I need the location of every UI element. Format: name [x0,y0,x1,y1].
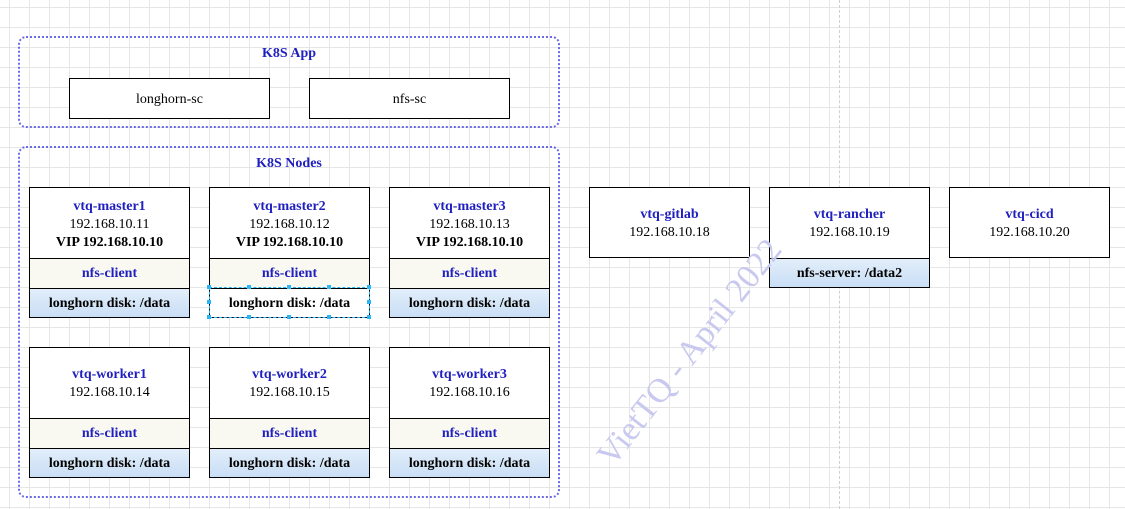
node-name: vtq-gitlab [640,207,699,222]
k8s-app-title: K8S App [261,46,317,61]
selection-handle[interactable] [247,285,251,289]
longhorn-disk-strip[interactable]: longhorn disk: /data [390,288,549,317]
longhorn-disk-strip[interactable]: longhorn disk: /data [30,288,189,317]
longhorn-disk-strip[interactable]: longhorn disk: /data [30,448,189,477]
nfs-client-strip[interactable]: nfs-client [390,258,549,288]
node-vip: VIP 192.168.10.10 [235,235,344,250]
node-ip: 192.168.10.12 [249,217,330,232]
node-ip: 192.168.10.18 [629,225,710,240]
node-name: vtq-master3 [433,199,506,214]
longhorn-disk-strip-selected[interactable]: longhorn disk: /data [209,287,370,318]
selection-handle[interactable] [367,300,371,304]
node-ip: 192.168.10.15 [249,385,330,400]
k8s-nodes-title: K8S Nodes [256,156,322,171]
node-name: vtq-rancher [813,207,886,222]
selection-handle[interactable] [207,315,211,319]
node-name: vtq-worker1 [72,367,147,382]
node-vip: VIP 192.168.10.10 [415,235,524,250]
node-ip: 192.168.10.14 [69,385,150,400]
node-name: vtq-worker3 [432,367,507,382]
server-node-gitlab[interactable]: vtq-gitlab 192.168.10.18 [589,187,750,258]
nfs-client-strip[interactable]: nfs-client [30,418,189,448]
longhorn-sc-label: longhorn-sc [136,92,203,107]
master-node[interactable]: vtq-master3 192.168.10.13 VIP 192.168.10… [389,187,550,318]
worker-node[interactable]: vtq-worker2 192.168.10.15 nfs-client lon… [209,347,370,478]
selection-handle[interactable] [327,315,331,319]
master-node[interactable]: vtq-master1 192.168.10.11 VIP 192.168.10… [29,187,190,318]
master-node[interactable]: vtq-master2 192.168.10.12 VIP 192.168.10… [209,187,370,318]
selection-handle[interactable] [207,285,211,289]
server-node-rancher[interactable]: vtq-rancher 192.168.10.19 nfs-server: /d… [769,187,930,288]
nfs-client-strip[interactable]: nfs-client [210,418,369,448]
server-node-cicd[interactable]: vtq-cicd 192.168.10.20 [949,187,1110,258]
node-ip: 192.168.10.11 [69,217,150,232]
node-name: vtq-cicd [1005,207,1054,222]
longhorn-sc-box[interactable]: longhorn-sc [69,78,270,119]
node-name: vtq-worker2 [252,367,327,382]
nfs-server-strip[interactable]: nfs-server: /data2 [770,258,929,287]
selection-handle[interactable] [287,315,291,319]
selection-handle[interactable] [327,285,331,289]
node-name: vtq-master2 [253,199,326,214]
worker-node[interactable]: vtq-worker3 192.168.10.16 nfs-client lon… [389,347,550,478]
selection-handle[interactable] [207,300,211,304]
node-ip: 192.168.10.19 [809,225,890,240]
k8s-nodes-group[interactable]: K8S Nodes [18,146,560,498]
nfs-sc-box[interactable]: nfs-sc [309,78,510,119]
node-vip: VIP 192.168.10.10 [55,235,164,250]
selection-handle[interactable] [367,315,371,319]
worker-node[interactable]: vtq-worker1 192.168.10.14 nfs-client lon… [29,347,190,478]
node-ip: 192.168.10.13 [429,217,510,232]
nfs-sc-label: nfs-sc [392,92,427,107]
node-name: vtq-master1 [73,199,146,214]
k8s-app-group[interactable]: K8S App longhorn-sc nfs-sc [18,36,560,128]
node-ip: 192.168.10.20 [989,225,1070,240]
node-ip: 192.168.10.16 [429,385,510,400]
longhorn-disk-strip[interactable]: longhorn disk: /data [390,448,549,477]
selection-handle[interactable] [367,285,371,289]
nfs-client-strip[interactable]: nfs-client [210,258,369,288]
selection-handle[interactable] [247,315,251,319]
longhorn-disk-strip[interactable]: longhorn disk: /data [210,448,369,477]
nfs-client-strip[interactable]: nfs-client [30,258,189,288]
selection-handle[interactable] [287,285,291,289]
nfs-client-strip[interactable]: nfs-client [390,418,549,448]
